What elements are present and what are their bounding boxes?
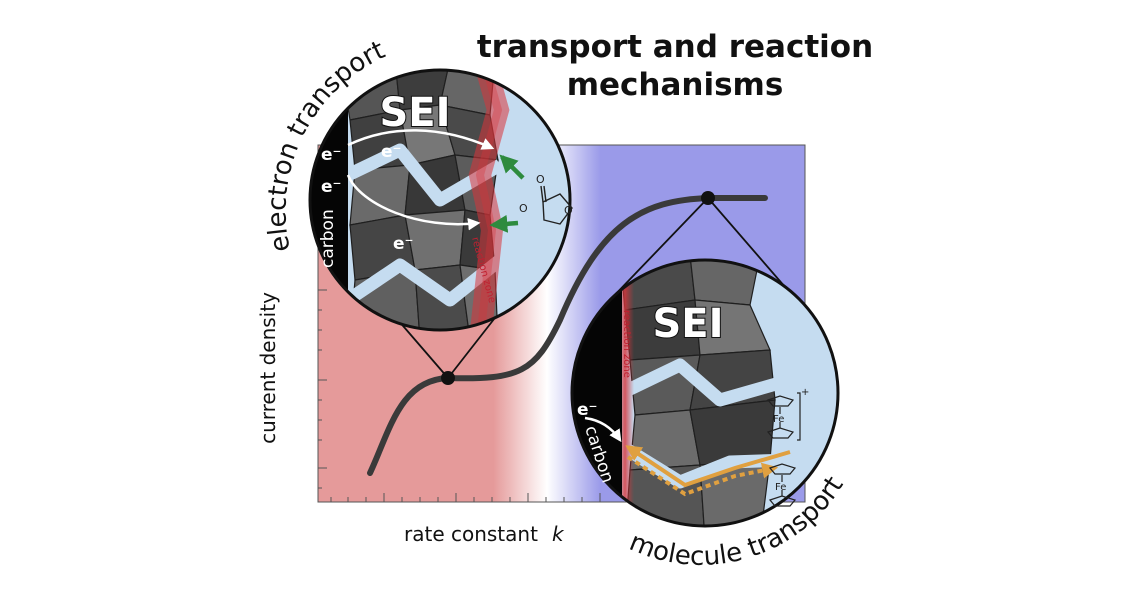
operating-point-molecule: [701, 191, 715, 205]
ferrocenium-molecule-icon: [766, 392, 801, 441]
sei-label-right: SEI: [652, 301, 723, 347]
molecule-path-solid: [625, 445, 791, 488]
ferrocene-molecule-icon: [768, 463, 797, 507]
y-axis-ticks: [318, 289, 327, 489]
x-axis-label-text: rate constant: [404, 522, 538, 546]
electron-symbol: e⁻: [577, 400, 598, 420]
title-line-2: mechanisms: [566, 67, 784, 103]
svg-text:O: O: [536, 173, 545, 186]
electron-symbol: e⁻: [393, 234, 414, 254]
electron-arrow-icon: [584, 416, 622, 443]
svg-text:O: O: [564, 204, 573, 217]
reaction-zone-left: [468, 70, 510, 330]
title-line-1: transport and reaction: [476, 29, 874, 65]
svg-text:O: O: [519, 202, 528, 215]
current-density-curve: [367, 195, 768, 476]
electron-arrow-icon: [346, 129, 495, 231]
iron-label: Fe: [773, 414, 784, 425]
y-axis-label: current density: [256, 292, 280, 444]
x-axis-variable: k: [551, 522, 564, 546]
operating-point-electron: [441, 371, 455, 385]
molecule-path-dotted: [626, 455, 779, 497]
electron-symbol: e⁻: [321, 177, 342, 197]
carbon-label-left: carbon: [318, 209, 338, 268]
molecule-arrival-arrows: [489, 154, 525, 233]
electron-symbol: e⁻: [321, 145, 342, 165]
charge-label: +: [801, 387, 809, 398]
iron-label: Fe: [775, 482, 786, 493]
inset-electron-transport: O O O SEI e⁻ e⁻ e⁻ e⁻ carbon reaction zo…: [262, 35, 573, 332]
x-axis-label: rate constant k: [404, 522, 564, 546]
ethylene-carbonate-molecule-icon: [540, 185, 573, 225]
electron-symbol: e⁻: [381, 142, 402, 162]
reaction-zone-label-right: reaction zone: [621, 310, 632, 378]
diagram-title: transport and reaction mechanisms: [460, 28, 890, 104]
sei-label-left: SEI: [379, 90, 450, 136]
x-axis-ticks: [330, 493, 601, 502]
